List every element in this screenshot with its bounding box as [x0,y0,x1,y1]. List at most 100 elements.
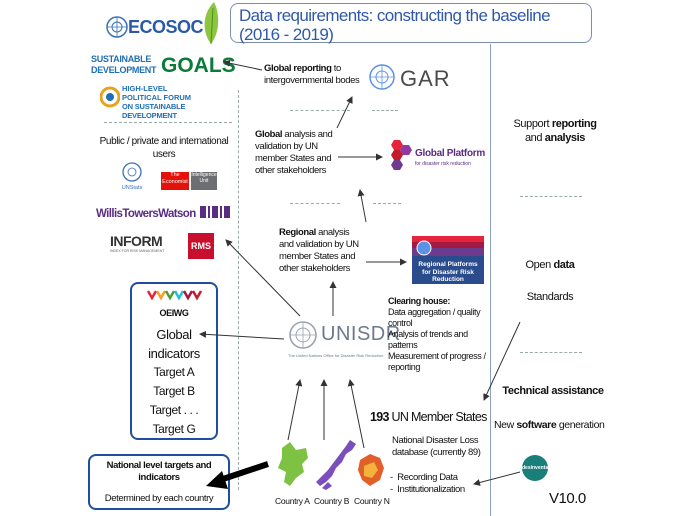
divider-right-2 [520,352,582,353]
country-n-label: Country N [354,496,390,506]
leaf-icon [204,2,219,44]
hlpf-line2: POLITICAL FORUM [122,93,192,102]
db-item: - Institutionalization [390,484,465,495]
desinventar-text: desinventar [522,465,548,471]
member-states-heading: 193 UN Member States [370,410,487,424]
arrow-unisdr-to-users [225,239,301,317]
sdg-line1: SUSTAINABLE [91,54,152,64]
arrow-desinventar [473,471,521,486]
technical-text: Technical assistance [502,385,604,397]
hlpf-line3: ON SUSTAINABLE DEVELOPMENT [122,102,186,120]
clearing-item: Analysis of trends and patterns [388,329,468,350]
arrow-technical [483,321,521,401]
country-maps [278,440,384,490]
economist-logo: The Economist [161,172,189,190]
arrow-to-global-analysis [357,189,367,223]
rms-text: RMS [191,241,211,251]
new-software-text: New software generation [494,419,605,431]
regional-platforms-text: Regional Platforms for Disaster Risk Red… [418,261,478,283]
hlpf-icon [100,86,120,108]
arrow-to-sdg [223,59,263,71]
oewg-line-global: Global [156,327,192,342]
divider-right-1 [520,196,582,197]
global-analysis-bold: Global [255,129,283,140]
ecosoc-text: ECOSOC [128,17,204,37]
sdg-goals: GOALS [161,54,236,77]
national-targets-box: National level targets and indicators De… [88,454,230,510]
clearing-heading: Clearing house: [388,296,451,306]
unstats-text: UNStats [121,185,143,191]
willis-text: WillisTowersWatson [96,208,196,220]
oewg-target-b: Target B [153,384,195,398]
member-states-rest: UN Member States [388,410,488,424]
global-reporting-bold: Global reporting [264,63,332,74]
unisdr-logo: UNISDR The United Nations Office for Dis… [288,318,400,360]
users-heading: Public / private and international users [99,136,229,160]
un-emblem-unisdr-icon [289,321,317,349]
title-box: Data requirements: constructing the base… [230,3,592,44]
willis-mark-icon [200,206,230,218]
global-platform-title: Global Platform [415,148,485,159]
oewg-label: OEIWG [159,308,189,318]
regional-analysis-rest: analysis and validation by UN member Sta… [279,227,359,274]
arrow-big-to-national [219,461,269,483]
economist-text: The Economist [162,172,188,185]
rms-logo: RMS [188,233,214,259]
arrow-unisdr-to-oewg [199,330,285,340]
inform-text: INFORM [110,233,163,249]
country-a-label: Country A [275,496,310,506]
center-divider-left [238,90,239,490]
divider-center-3 [290,203,340,204]
un-emblem-icon [106,16,128,38]
national-sub: Determined by each country [104,493,214,504]
gar-logo: GAR [368,60,458,96]
oewg-target-g: Target G [152,422,196,436]
hlpf-line1: HIGH-LEVEL [122,84,168,93]
oewg-line-indicators: indicators [148,346,200,361]
divider-center-2 [372,110,398,111]
national-db-text: National Disaster Loss database (current… [392,435,481,458]
gar-text: GAR [400,66,451,91]
eiu-logo: Intelligence Unit [191,172,217,190]
divider-center-1 [290,110,350,111]
country-a-map-icon [278,442,308,486]
divider-left-1 [104,122,232,123]
un-emblem-gar-icon [369,64,395,90]
hlpf-logo: HIGH-LEVEL POLITICAL FORUM ON SUSTAINABL… [100,84,240,120]
global-analysis-rest: analysis and validation by UN member Sta… [255,129,333,176]
sdg-logo: SUSTAINABLE DEVELOPMENT GOALS [91,54,236,80]
global-reporting-text: Global reporting to intergovernmental bo… [264,63,374,87]
sdg-line2: DEVELOPMENT [91,65,157,75]
db-item: - Recording Data [390,472,458,483]
right-divider-line [490,44,491,516]
global-platform-hex-icon [391,140,412,170]
unisdr-sub: The United Nations Office for Disaster R… [288,353,384,358]
oewg-box: OEIWG Global indicators Target A Target … [130,282,218,440]
global-reporting-rest: to intergovernmental bodes [264,63,360,86]
arrow-country-n [347,379,365,449]
globe-icon [416,240,432,256]
unisdr-text: UNISDR [321,323,401,345]
standards-text: Standards [526,291,574,303]
willis-logo: WillisTowersWatson [96,204,236,220]
version-label: V10.0 [549,490,586,507]
clearing-house: Clearing house: Data aggregation / quali… [388,296,490,373]
desinventar-logo: desinventar [522,455,548,481]
regional-analysis-text: Regional analysis and validation by UN m… [279,227,365,275]
page-title: Data requirements: constructing the base… [239,6,551,44]
inform-logo: INFORM INDEX FOR RISK MANAGEMENT [110,233,170,257]
divider-center-4 [373,203,401,204]
regional-analysis-bold: Regional [279,227,316,238]
country-b-map-icon [316,440,356,490]
clearing-item: Data aggregation / quality control [388,307,481,328]
global-analysis-text: Global analysis and validation by UN mem… [255,129,339,177]
support-text: Support reporting and analysis [513,118,597,144]
global-platform-logo: Global Platform for disaster risk reduct… [388,138,498,172]
country-b-label: Country B [314,496,350,506]
oewg-target-a: Target A [153,365,195,379]
clearing-item: Measurement of progress / reporting [388,351,486,372]
member-states-num: 193 [370,410,389,424]
ecosoc-logo: ECOSOC [106,2,226,48]
unstats-logo: UNStats [117,162,147,192]
